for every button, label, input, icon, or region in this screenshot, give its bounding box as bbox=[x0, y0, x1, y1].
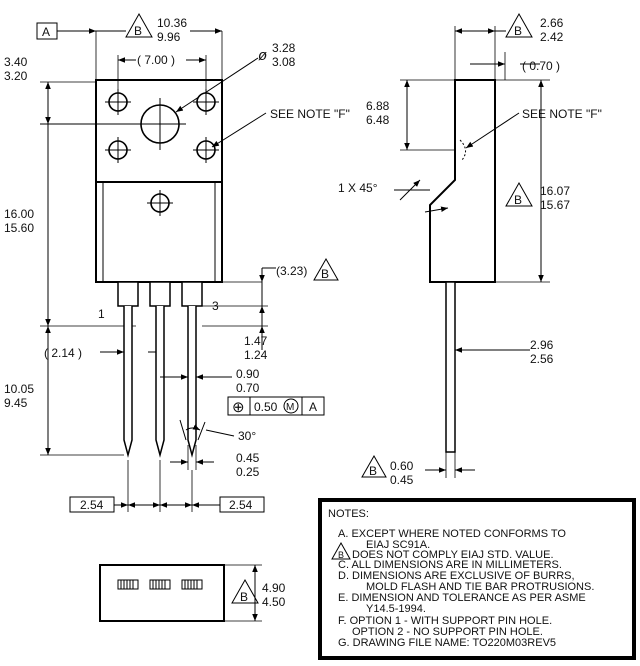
note-e-line1: E. DIMENSION AND TOLERANCE AS PER ASME bbox=[338, 592, 586, 604]
pin-hole-tr bbox=[193, 89, 219, 115]
lead-length-max: 10.05 bbox=[4, 382, 34, 396]
side-thickness-min: 2.42 bbox=[540, 30, 564, 44]
top-offset-max: 3.40 bbox=[4, 55, 28, 69]
body-pin-hole bbox=[147, 190, 173, 216]
hole-dia-leader bbox=[175, 57, 259, 113]
position-symbol: ⊕ bbox=[232, 399, 245, 416]
hole-dia-max: 3.28 bbox=[272, 41, 296, 55]
svg-text:B: B bbox=[321, 267, 329, 281]
pin-hole-bl bbox=[105, 137, 131, 163]
pin1-label: 1 bbox=[98, 307, 105, 321]
note-a-line2: EIAJ SC91A. bbox=[366, 539, 430, 551]
body-height-max: 16.00 bbox=[4, 207, 34, 221]
lead-thickness-min: 0.25 bbox=[236, 465, 260, 479]
side-view: B 2.66 2.42 ( 0.70 ) 6.88 6.48 SEE NOTE … bbox=[338, 12, 602, 487]
datum-a-label: A bbox=[42, 25, 50, 39]
lead-1 bbox=[117, 281, 139, 458]
side-thickness-max: 2.66 bbox=[540, 16, 564, 30]
chamfer-label: 1 X 45° bbox=[338, 181, 378, 195]
side-lead bbox=[445, 281, 456, 453]
note-b: DOES NOT COMPLY EIAJ STD. VALUE. bbox=[352, 549, 554, 561]
bottom-view: B 4.90 4.50 bbox=[99, 564, 286, 622]
lead-offset-ref: (3.23) bbox=[276, 264, 307, 278]
delta-b-height: B bbox=[505, 181, 533, 207]
note-b-delta bbox=[331, 541, 351, 560]
svg-text:B: B bbox=[240, 590, 248, 604]
note-b-symbol: B bbox=[338, 550, 344, 560]
tolerance-frame: ⊕ 0.50 M A bbox=[227, 396, 325, 416]
bottom-height-max: 4.90 bbox=[262, 581, 286, 595]
lead-width-min: 0.70 bbox=[236, 381, 260, 395]
delta-b-lead: B bbox=[361, 454, 387, 478]
side-hole-height-max: 6.88 bbox=[366, 99, 390, 113]
lead-thickness-max: 0.45 bbox=[236, 451, 260, 465]
notes-box: NOTES: A. EXCEPT WHERE NOTED CONFORMS TO… bbox=[318, 498, 636, 660]
side-height-max: 16.07 bbox=[540, 184, 570, 198]
shoulder-max: 1.47 bbox=[244, 334, 268, 348]
lead-offset-min: 2.56 bbox=[530, 352, 554, 366]
note-e-line2: Y14.5-1994. bbox=[366, 603, 426, 615]
note-f-line1: F. OPTION 1 - WITH SUPPORT PIN HOLE. bbox=[338, 615, 552, 627]
body-height-min: 15.60 bbox=[4, 221, 34, 235]
pin-hole-br bbox=[193, 137, 219, 163]
pitch-left: 2.54 bbox=[80, 498, 104, 512]
mmc-modifier: M bbox=[286, 402, 294, 413]
see-note-f-side: SEE NOTE "F" bbox=[522, 107, 602, 121]
note-c: C. ALL DIMENSIONS ARE IN MILLIMETERS. bbox=[338, 559, 562, 571]
bottom-pad-2 bbox=[149, 579, 171, 590]
tolerance-value: 0.50 bbox=[254, 400, 278, 414]
width-min: 9.96 bbox=[157, 30, 181, 44]
pitch-right: 2.54 bbox=[229, 498, 253, 512]
svg-text:B: B bbox=[514, 193, 522, 207]
svg-text:B: B bbox=[134, 24, 142, 38]
lead-angle: 30° bbox=[238, 429, 256, 443]
side-height-min: 15.67 bbox=[540, 198, 570, 212]
tolerance-datum: A bbox=[309, 400, 317, 414]
side-lead-thickness-max: 0.60 bbox=[390, 459, 414, 473]
svg-text:B: B bbox=[369, 464, 377, 478]
lead-3 bbox=[181, 281, 203, 458]
bottom-height-min: 4.50 bbox=[262, 595, 286, 609]
note-a-line1: A. EXCEPT WHERE NOTED CONFORMS TO bbox=[338, 528, 566, 540]
pitch-ref: ( 2.14 ) bbox=[44, 346, 82, 360]
width-max: 10.36 bbox=[157, 16, 187, 30]
lead-width-max: 0.90 bbox=[236, 367, 260, 381]
bottom-pad-1 bbox=[117, 579, 139, 590]
lead-length-min: 9.45 bbox=[4, 396, 28, 410]
tab-thickness-ref: ( 0.70 ) bbox=[522, 59, 560, 73]
note-d-line2: MOLD FLASH AND TIE BAR PROTRUSIONS. bbox=[366, 581, 594, 593]
hole-dia-min: 3.08 bbox=[272, 55, 296, 69]
delta-b-offset: B bbox=[313, 257, 339, 281]
side-lead-thickness-min: 0.45 bbox=[390, 473, 414, 487]
delta-b-side: B bbox=[505, 12, 533, 38]
note-g: G. DRAWING FILE NAME: TO220M03REV5 bbox=[338, 637, 556, 649]
hole-spacing: ( 7.00 ) bbox=[137, 53, 175, 67]
side-body bbox=[429, 79, 496, 283]
note-d-line1: D. DIMENSIONS ARE EXCLUSIVE OF BURRS, bbox=[338, 570, 575, 582]
notes-title: NOTES: bbox=[328, 508, 369, 520]
side-hole-dashed bbox=[459, 139, 466, 161]
note-f-line2: OPTION 2 - NO SUPPORT PIN HOLE. bbox=[352, 626, 543, 638]
lead-2 bbox=[149, 281, 171, 458]
see-note-f-front: SEE NOTE "F" bbox=[270, 107, 350, 121]
delta-b-bottom: B bbox=[231, 578, 259, 604]
top-offset-min: 3.20 bbox=[4, 69, 28, 83]
front-view: A B 10.36 9.96 ( 7.00 ) ø 3.28 3.08 3.40… bbox=[4, 12, 350, 513]
bottom-pad-3 bbox=[181, 579, 203, 590]
delta-b-width: B bbox=[125, 12, 153, 38]
side-hole-height-min: 6.48 bbox=[366, 113, 390, 127]
pin-hole-tl bbox=[105, 89, 131, 115]
shoulder-min: 1.24 bbox=[244, 348, 268, 362]
svg-text:B: B bbox=[514, 24, 522, 38]
bottom-body bbox=[99, 564, 225, 622]
lead-offset-max: 2.96 bbox=[530, 338, 554, 352]
diameter-symbol: ø bbox=[258, 47, 267, 64]
